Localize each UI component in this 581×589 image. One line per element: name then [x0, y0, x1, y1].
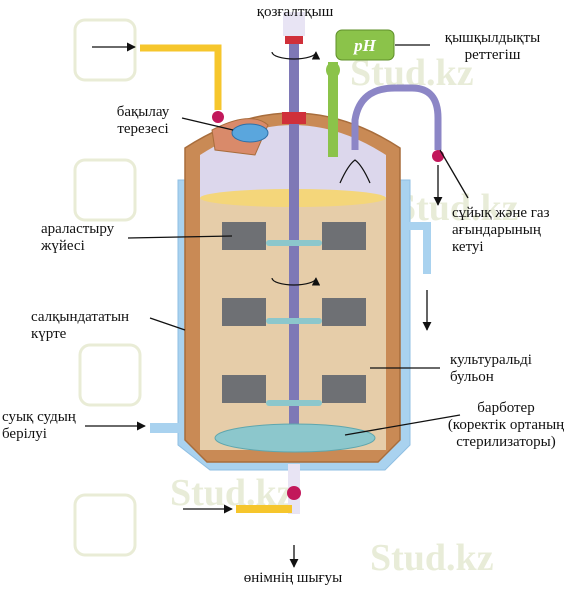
label-viewing-window: бақылау терезесі [116, 104, 170, 137]
cooling-water-outlet-top [405, 222, 431, 230]
label-liquid-gas-outlet: сұйық және газ ағындарының кетуі [452, 205, 550, 255]
cooling-jacket-pointer [149, 317, 186, 331]
sparger-pointer [344, 414, 461, 436]
agitator-shaft [289, 44, 299, 424]
motor-coupling [285, 36, 303, 44]
label-culture-broth: культуральді бульон [450, 352, 532, 385]
ph-regulator-box [335, 29, 395, 61]
watermark-logo [73, 18, 142, 557]
mixing-system-pointer [127, 235, 233, 239]
cooling-water-outlet-pipe [423, 222, 431, 274]
broth-rotation-arrow [271, 277, 321, 286]
label-mixing-system: араластыру жүйесі [41, 221, 115, 254]
cold-water-inlet-pipe [150, 423, 185, 433]
impeller-stage-3 [222, 375, 366, 406]
impeller-stage-1 [222, 222, 366, 250]
label-cold-water-inlet: суық судың берілуі [2, 409, 76, 442]
nutrient-inlet-pipe [140, 44, 222, 110]
motor-rotation-arrow [271, 51, 321, 60]
label-cooling-jacket: салқындататын күрте [31, 309, 130, 342]
gas-outlet-valve [432, 150, 444, 162]
ph-symbol: pH [352, 36, 377, 55]
gas-outlet-pointer [439, 149, 469, 199]
inlet-valve [212, 111, 224, 123]
viewing-window-pointer [181, 117, 234, 131]
product-inlet-pipe [236, 505, 292, 513]
viewing-window-glass [231, 123, 269, 143]
label-ph-regulator: қышқылдықты реттегіш [444, 30, 541, 63]
label-product-outlet: өнімнің шығуы [243, 570, 343, 586]
sparger-disc [214, 423, 376, 453]
motor-housing [283, 12, 305, 36]
gas-outlet-flow-mark [339, 159, 371, 184]
shaft-seal [282, 112, 306, 124]
label-motor: қозғалтқыш [256, 4, 334, 20]
gas-outlet-tube [351, 84, 442, 150]
ph-probe-head [326, 62, 340, 78]
ph-probe-rod [328, 62, 338, 157]
impeller-stage-2 [222, 298, 366, 326]
watermark-text: Stud.kz [370, 537, 494, 579]
product-outlet-valve [287, 486, 301, 500]
label-sparger: барботер (коректік ортаның стерилизаторы… [447, 400, 565, 450]
